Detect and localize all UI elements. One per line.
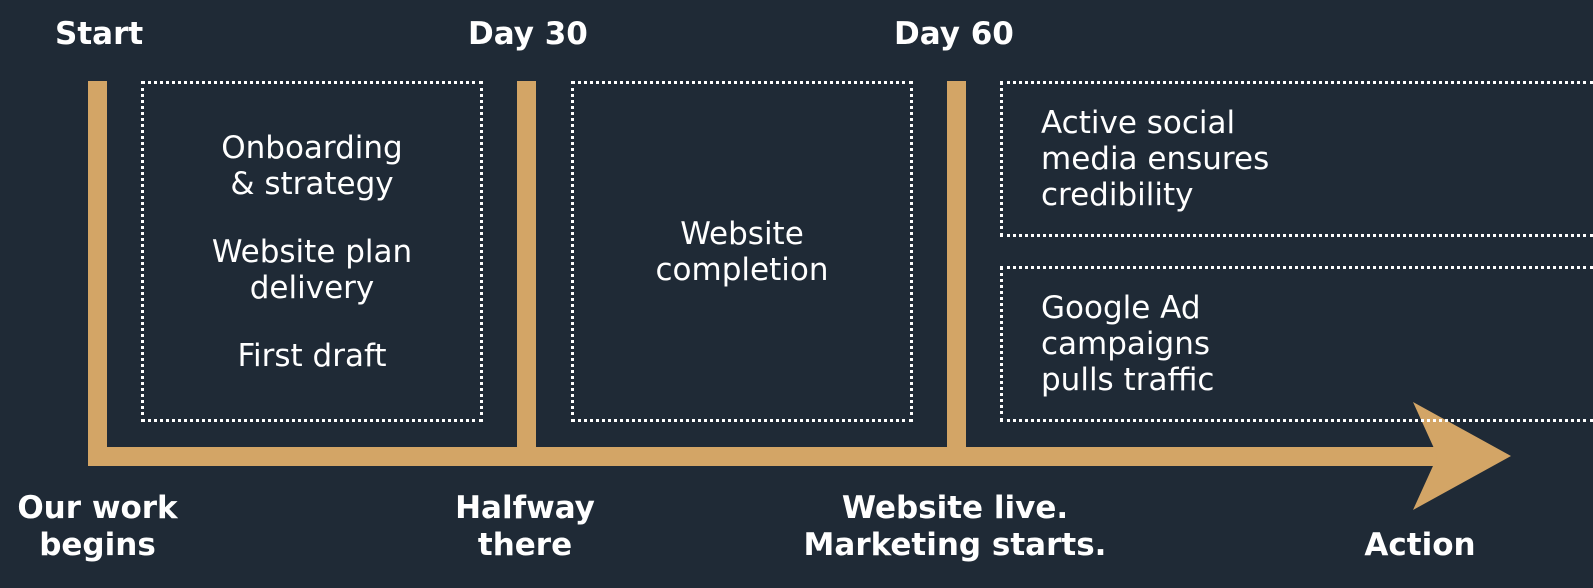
timeline-axis <box>88 447 1443 466</box>
phase2-item-website-completion: Website completion <box>655 215 829 288</box>
phase3-item-google-ads: Google Ad campaigns pulls traffic <box>1041 290 1215 398</box>
phase1-item-onboarding: Onboarding & strategy <box>221 129 403 202</box>
bottom-day30-label: Halfway there <box>455 490 595 563</box>
milestone-day30-label: Day 30 <box>468 16 588 52</box>
timeline-day60-bar <box>947 81 966 461</box>
timeline-day30-bar <box>517 81 536 461</box>
bottom-end-label: Action <box>1364 527 1476 563</box>
bottom-start-label: Our work begins <box>17 490 178 563</box>
phase3-box-social: Active social media ensures credibility <box>1000 81 1593 237</box>
bottom-day60-label: Website live. Marketing starts. <box>803 490 1107 563</box>
milestone-day60-label: Day 60 <box>894 16 1014 52</box>
phase2-box: Website completion <box>571 81 913 422</box>
phase1-box: Onboarding & strategy Website plan deliv… <box>141 81 483 422</box>
phase3-item-social-media: Active social media ensures credibility <box>1041 105 1270 213</box>
phase1-item-website-plan: Website plan delivery <box>211 233 413 306</box>
milestone-start-label: Start <box>55 16 144 52</box>
phase1-item-first-draft: First draft <box>237 337 387 374</box>
phase3-box-ads: Google Ad campaigns pulls traffic <box>1000 266 1593 422</box>
timeline-start-bar <box>88 81 107 461</box>
